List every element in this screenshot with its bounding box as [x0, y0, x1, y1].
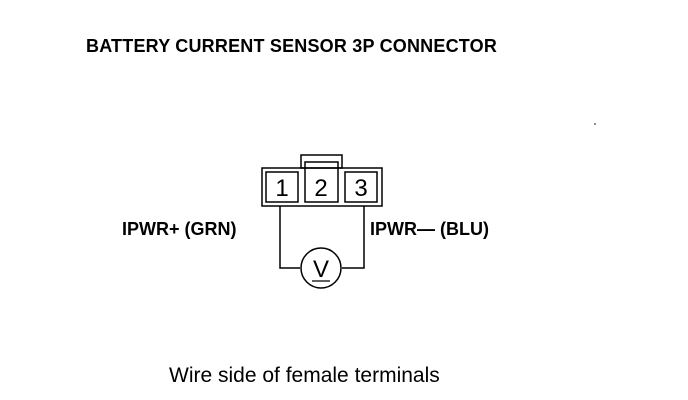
test-leads — [279, 206, 365, 269]
terminal-cavity-1 — [265, 171, 299, 203]
scan-speck — [594, 123, 596, 125]
diagram-caption: Wire side of female terminals — [169, 364, 440, 387]
terminal-number-2: 2 — [314, 175, 327, 202]
wire-label-ipwr-plus: IPWR+ (GRN) — [122, 219, 237, 239]
voltmeter-circle — [300, 247, 342, 289]
terminal-number-1: 1 — [275, 175, 288, 202]
voltmeter-symbol: V — [313, 256, 329, 283]
voltmeter-icon: V — [300, 247, 342, 289]
terminal-cavity-3 — [344, 171, 378, 203]
test-lead-right — [342, 206, 365, 269]
terminal-number-3: 3 — [354, 175, 367, 202]
test-lead-left — [279, 206, 300, 269]
connector-3p — [261, 154, 383, 207]
diagram-title: BATTERY CURRENT SENSOR 3P CONNECTOR — [86, 36, 498, 56]
terminal-cavity-2 — [304, 161, 339, 203]
connector-lock-tab — [300, 154, 343, 169]
wire-label-ipwr-minus: IPWR— (BLU) — [370, 219, 489, 239]
